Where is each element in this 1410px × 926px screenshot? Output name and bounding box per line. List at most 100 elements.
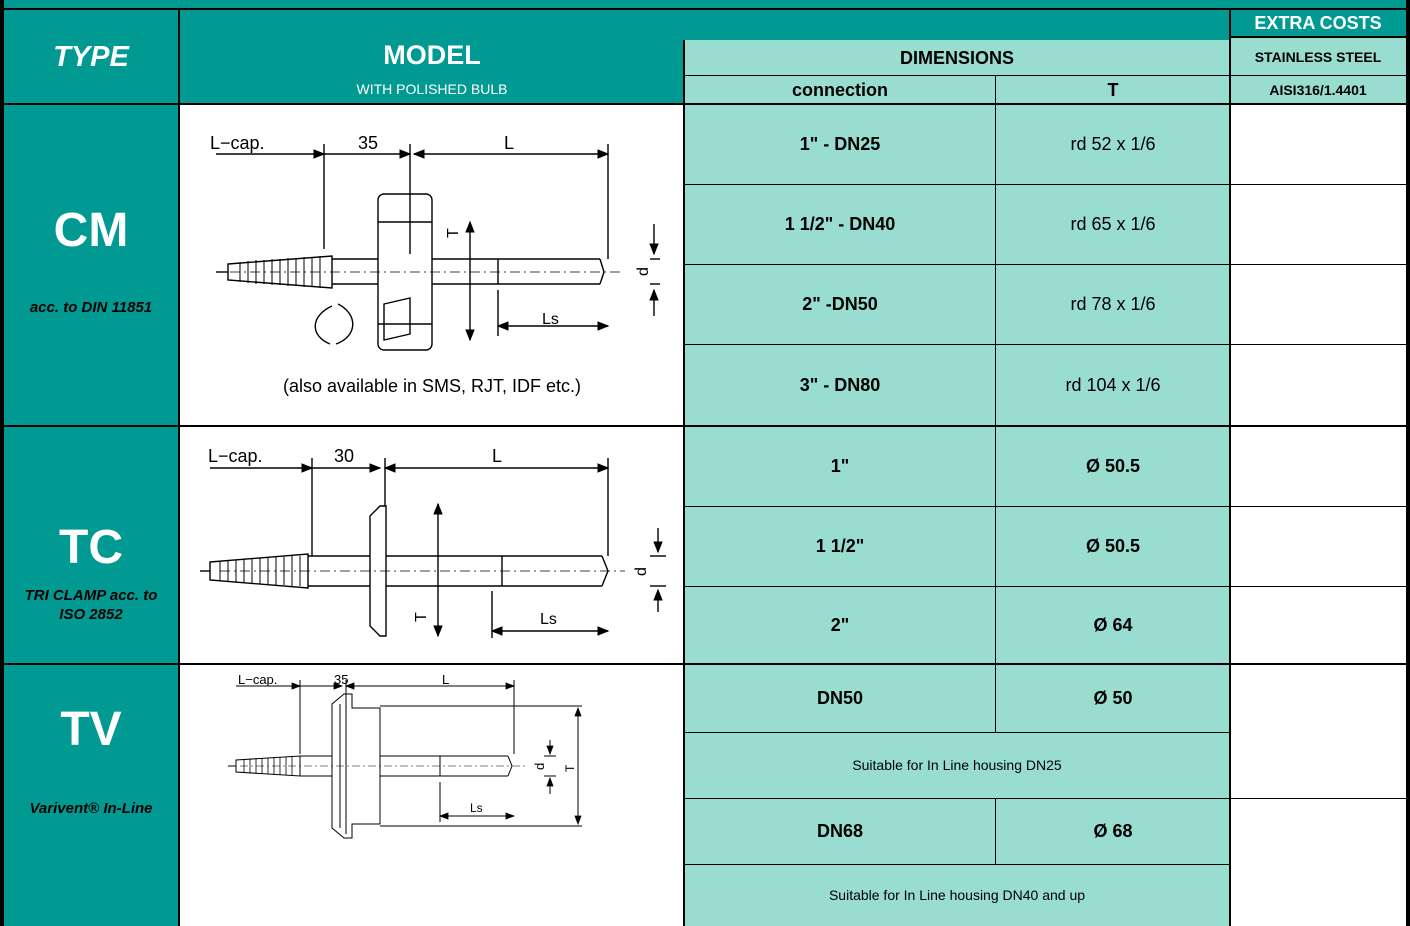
tc-d-label: d	[633, 567, 650, 576]
tv-note-1: Suitable for In Line housing DN25	[684, 732, 1230, 798]
grid-line	[1230, 75, 1406, 76]
tc-t-text: Ø 50.5	[1085, 455, 1141, 476]
connection-label: connection	[791, 79, 888, 100]
dimensions-header: DIMENSIONS	[684, 40, 1230, 76]
grid-line	[684, 586, 1406, 587]
extra-costs-header: EXTRA COSTS	[1230, 10, 1406, 36]
tc-row-3-connection: 2"	[684, 586, 996, 664]
tc-drawing-cell: L−cap. 30 L T d Ls	[180, 426, 684, 664]
cm-t-text: rd 104 x 1/6	[1065, 374, 1161, 395]
tv-connection-text: DN68	[816, 820, 864, 841]
tc-lcap-label: L−cap.	[208, 446, 263, 466]
tv-t-label: T	[563, 764, 577, 772]
type-header: TYPE	[4, 10, 178, 104]
tv-lcap-label: L−cap.	[238, 672, 277, 687]
cm-row-4-t: rd 104 x 1/6	[996, 344, 1230, 426]
grid-line	[0, 425, 1410, 427]
tc-connection-text: 2"	[830, 614, 850, 635]
tc-desc: TRI CLAMP acc. to ISO 2852	[24, 587, 158, 623]
grid-line	[683, 40, 685, 926]
tv-drawing: L−cap. 35 L T d Ls	[228, 672, 582, 839]
dimensions-label: DIMENSIONS	[899, 47, 1014, 68]
tv-ls-label: Ls	[470, 801, 483, 815]
tc-row-2-t: Ø 50.5	[996, 506, 1230, 586]
cm-drawing: L−cap. 35 L T d Ls	[210, 133, 660, 351]
grid-line	[995, 76, 996, 732]
cm-t-text: rd 52 x 1/6	[1070, 133, 1156, 154]
tv-note-text: Suitable for In Line housing DN40 and up	[828, 887, 1086, 903]
cm-lcap-label: L−cap.	[210, 133, 265, 153]
cm-row-3-t: rd 78 x 1/6	[996, 264, 1230, 344]
cm-t-text: rd 65 x 1/6	[1070, 213, 1156, 234]
dimensions-top-fill	[684, 10, 1230, 40]
cm-connection-text: 2" -DN50	[802, 293, 878, 314]
grid-line	[684, 732, 1230, 733]
tv-row-2-t: Ø 68	[996, 798, 1230, 864]
cm-note: (also available in SMS, RJT, IDF etc.)	[282, 376, 582, 396]
stainless-header: STAINLESS STEEL	[1230, 38, 1406, 76]
tc-l-label: L	[492, 446, 502, 466]
tc-row-1-t: Ø 50.5	[996, 426, 1230, 506]
tc-t-label: T	[413, 612, 430, 622]
grid-line	[995, 798, 996, 864]
tv-type-cell: TV Varivent® In-Line	[4, 664, 178, 926]
tv-note-text: Suitable for In Line housing DN25	[852, 757, 1062, 773]
cm-d-label: d	[635, 267, 652, 276]
tc-t-text: Ø 64	[1093, 614, 1133, 635]
grid-line	[684, 506, 1406, 507]
tv-row-1-t: Ø 50	[996, 664, 1230, 732]
tv-note-2: Suitable for In Line housing DN40 and up	[684, 864, 1230, 926]
tc-ls-label: Ls	[540, 611, 557, 628]
tc-row-3-t: Ø 64	[996, 586, 1230, 664]
cm-row-1-t: rd 52 x 1/6	[996, 104, 1230, 184]
tv-desc: Varivent® In-Line	[29, 800, 153, 817]
extra-cost-column	[1230, 104, 1406, 926]
cm-row-4-connection: 3" - DN80	[684, 344, 996, 426]
tc-t-text: Ø 50.5	[1085, 535, 1141, 556]
aisi-label: AISI316/1.4401	[1269, 82, 1367, 98]
cm-type-cell: CM acc. to DIN 11851	[4, 104, 178, 426]
grid-line	[0, 0, 4, 926]
cm-l-label: L	[504, 133, 514, 153]
cm-row-2-t: rd 65 x 1/6	[996, 184, 1230, 264]
stainless-label: STAINLESS STEEL	[1254, 49, 1382, 65]
cm-connection-text: 1 1/2" - DN40	[784, 213, 896, 234]
cm-ls-label: Ls	[542, 311, 559, 328]
t-label: T	[1107, 79, 1119, 100]
cm-code: CM	[53, 204, 129, 257]
cm-drawing-cell: L−cap. 35 L T d Ls (also available in SM…	[180, 104, 684, 426]
tv-code: TV	[60, 703, 122, 756]
grid-line	[0, 103, 1410, 105]
grid-line	[684, 184, 1406, 185]
tv-d-label: d	[532, 763, 547, 770]
tc-row-1-connection: 1"	[684, 426, 996, 506]
tc-type-cell: TC TRI CLAMP acc. to ISO 2852	[4, 426, 178, 664]
connection-header: connection	[684, 76, 996, 104]
grid-line	[684, 75, 1230, 76]
grid-line	[0, 663, 1410, 665]
tc-dim-label: 30	[334, 446, 354, 466]
cm-row-2-connection: 1 1/2" - DN40	[684, 184, 996, 264]
tv-row-1-connection: DN50	[684, 664, 996, 732]
grid-line	[684, 344, 1406, 345]
model-header: MODEL WITH POLISHED BULB	[180, 10, 684, 104]
cm-dim-label: 35	[358, 133, 378, 153]
cm-t-label: T	[445, 228, 462, 238]
tc-connection-text: 1"	[830, 455, 850, 476]
tv-drawing-cell: L−cap. 35 L T d Ls	[180, 664, 684, 926]
grid-line	[178, 10, 180, 926]
tv-t-text: Ø 68	[1093, 820, 1133, 841]
tv-dim-label: 35	[334, 672, 348, 687]
tv-t-text: Ø 50	[1093, 687, 1133, 708]
cm-t-text: rd 78 x 1/6	[1070, 293, 1156, 314]
tv-connection-text: DN50	[816, 687, 864, 708]
model-header-label: MODEL	[383, 40, 481, 70]
type-header-label: TYPE	[53, 40, 129, 73]
cm-connection-text: 1" - DN25	[799, 133, 881, 154]
tc-row-2-connection: 1 1/2"	[684, 506, 996, 586]
grid-line	[1229, 10, 1231, 926]
top-strip	[0, 0, 1410, 10]
tv-row-2-connection: DN68	[684, 798, 996, 864]
aisi-header: AISI316/1.4401	[1230, 76, 1406, 104]
